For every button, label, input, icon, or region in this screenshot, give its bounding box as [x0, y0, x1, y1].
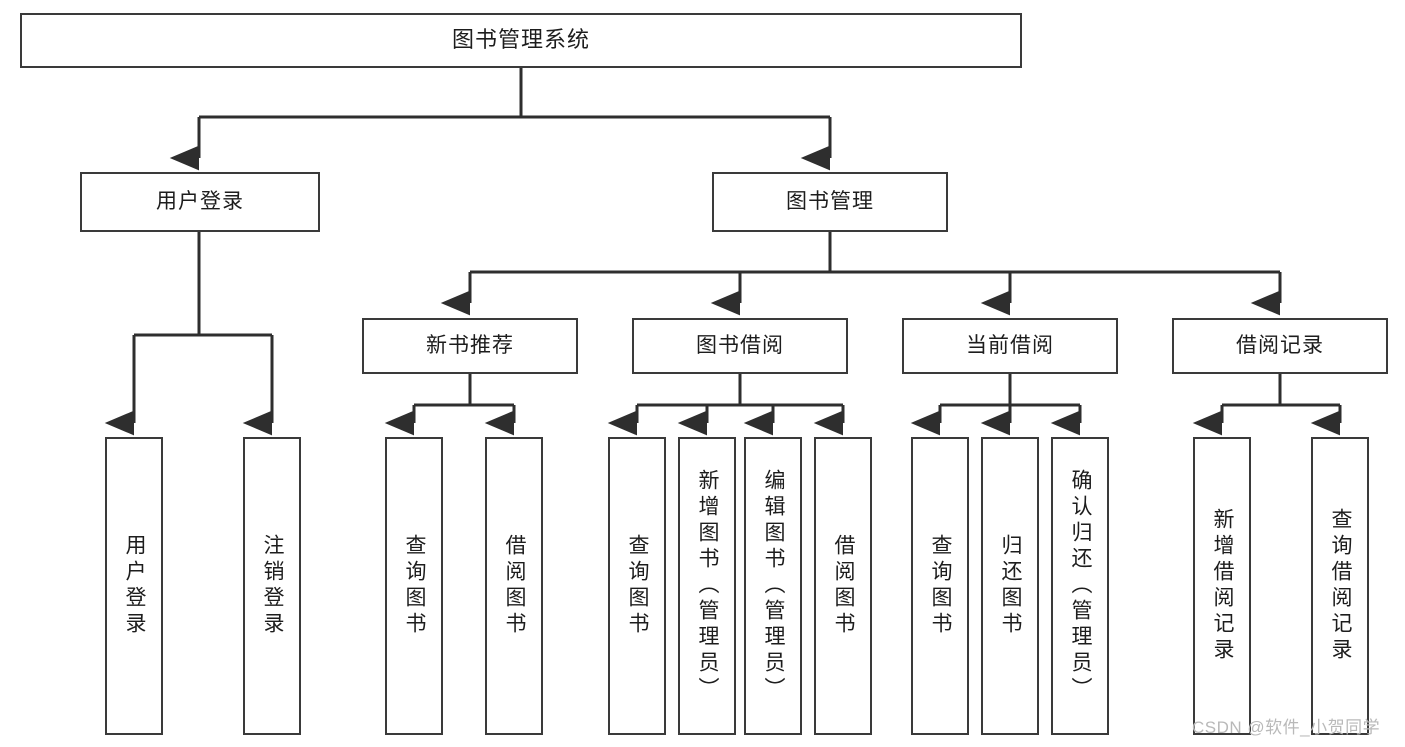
node-label: 当前借阅: [966, 334, 1054, 358]
node-label: 归还图书: [999, 534, 1023, 638]
node-label: 注销登录: [261, 534, 285, 638]
leaf-add-book[interactable]: 新增图书（管理员）: [678, 437, 736, 735]
node-label: 查询图书: [929, 534, 953, 638]
node-label: 编辑图书（管理员）: [762, 469, 786, 703]
leaf-add-borrow-record[interactable]: 新增借阅记录: [1193, 437, 1251, 735]
leaf-query-book-recommend[interactable]: 查询图书: [385, 437, 443, 735]
node-label: 借阅图书: [503, 534, 527, 638]
node-book-borrow[interactable]: 图书借阅: [632, 318, 848, 374]
leaf-borrow-book[interactable]: 借阅图书: [814, 437, 872, 735]
node-label: 新书推荐: [426, 334, 514, 358]
leaf-confirm-return[interactable]: 确认归还（管理员）: [1051, 437, 1109, 735]
node-current-borrow[interactable]: 当前借阅: [902, 318, 1118, 374]
node-borrow-record[interactable]: 借阅记录: [1172, 318, 1388, 374]
node-label: 查询图书: [626, 534, 650, 638]
node-label: 查询图书: [403, 534, 427, 638]
leaf-query-book-current[interactable]: 查询图书: [911, 437, 969, 735]
node-system-root[interactable]: 图书管理系统: [20, 13, 1022, 68]
node-label: 图书借阅: [696, 334, 784, 358]
leaf-borrow-book-recommend[interactable]: 借阅图书: [485, 437, 543, 735]
leaf-user-login[interactable]: 用户登录: [105, 437, 163, 735]
leaf-return-book[interactable]: 归还图书: [981, 437, 1039, 735]
leaf-edit-book[interactable]: 编辑图书（管理员）: [744, 437, 802, 735]
node-label: 新增图书（管理员）: [696, 469, 720, 703]
node-label: 用户登录: [123, 534, 147, 638]
node-label: 图书管理: [786, 190, 874, 214]
node-user-login[interactable]: 用户登录: [80, 172, 320, 232]
leaf-query-book-borrow[interactable]: 查询图书: [608, 437, 666, 735]
node-label: 借阅记录: [1236, 334, 1324, 358]
csdn-watermark: CSDN @软件_小贺同学: [1192, 718, 1381, 737]
node-book-management[interactable]: 图书管理: [712, 172, 948, 232]
node-label: 确认归还（管理员）: [1069, 469, 1093, 703]
node-label: 用户登录: [156, 190, 244, 214]
node-label: 图书管理系统: [451, 27, 590, 53]
node-label: 借阅图书: [832, 534, 856, 638]
node-label: 查询借阅记录: [1329, 508, 1353, 664]
node-label: 新增借阅记录: [1211, 508, 1235, 664]
node-new-book-recommend[interactable]: 新书推荐: [362, 318, 578, 374]
leaf-logout[interactable]: 注销登录: [243, 437, 301, 735]
leaf-query-borrow-record[interactable]: 查询借阅记录: [1311, 437, 1369, 735]
